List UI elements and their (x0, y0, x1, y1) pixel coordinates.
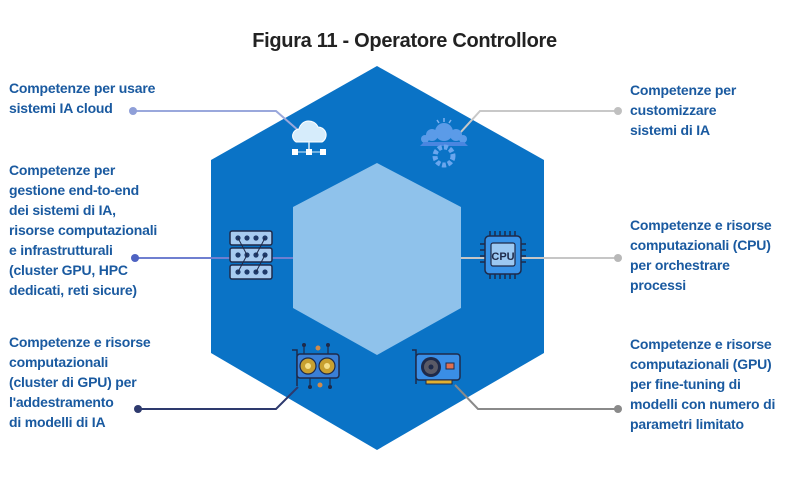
label-line: customizzare (630, 102, 717, 118)
connector-customize (459, 107, 622, 134)
cpu-label: CPU (491, 251, 514, 263)
label-line: sistemi IA cloud (9, 100, 113, 116)
connector-gpu-cluster (134, 386, 299, 413)
label-line: per fine-tuning di (630, 376, 741, 392)
label-line: (cluster GPU, HPC (9, 262, 128, 278)
label-line: Competenze e risorse (630, 336, 772, 352)
inner-hexagon (293, 163, 461, 355)
label-line: computazionali (9, 354, 109, 370)
label-line: Competenze e risorse (9, 334, 151, 350)
connector-gpu-finetune (454, 384, 622, 413)
label-line: computazionali (CPU) (630, 237, 771, 253)
label-gpu-finetune: Competenze e risorse computazionali (GPU… (630, 334, 775, 434)
label-line: parametri limitato (630, 416, 744, 432)
label-line: Competenze per (630, 82, 737, 98)
label-line: risorse computazionali (9, 222, 158, 238)
cloud-network-icon (292, 120, 327, 155)
label-line: dei sistemi di IA, (9, 202, 116, 218)
connector-cloud (129, 107, 300, 132)
label-line: di modelli di IA (9, 414, 106, 430)
figure-title: Figura 11 - Operatore Controllore (252, 30, 557, 52)
label-gpu-cluster: Competenze e risorse computazionali (clu… (9, 332, 151, 432)
label-customize: Competenze per customizzare sistemi di I… (630, 80, 736, 140)
label-line: modelli con numero di (630, 396, 776, 412)
cpu-chip-icon: CPU (480, 231, 526, 279)
label-line: Competenze per usare (9, 80, 156, 96)
label-line: sistemi di IA (630, 122, 710, 138)
dual-fan-gpu-icon (292, 343, 340, 389)
label-line: dedicati, reti sicure) (9, 282, 137, 298)
label-line: (cluster di GPU) per (9, 374, 137, 390)
label-cpu: Competenze e risorse computazionali (CPU… (630, 215, 772, 295)
label-line: Competenze per (9, 162, 116, 178)
label-line: gestione end-to-end (9, 182, 139, 198)
label-cloud: Competenze per usare sistemi IA cloud (9, 78, 155, 118)
label-line: computazionali (GPU) (630, 356, 772, 372)
label-line: processi (630, 277, 686, 293)
label-infrastructure: Competenze per gestione end-to-end dei s… (9, 160, 157, 300)
graphics-card-icon (412, 349, 461, 385)
label-line: l'addestramento (9, 394, 114, 410)
label-line: Competenze e risorse (630, 217, 772, 233)
label-line: per orchestrare (630, 257, 730, 273)
server-rack-icon (229, 230, 273, 280)
team-gear-icon (420, 118, 468, 168)
label-line: e infrastrutturali (9, 242, 113, 258)
